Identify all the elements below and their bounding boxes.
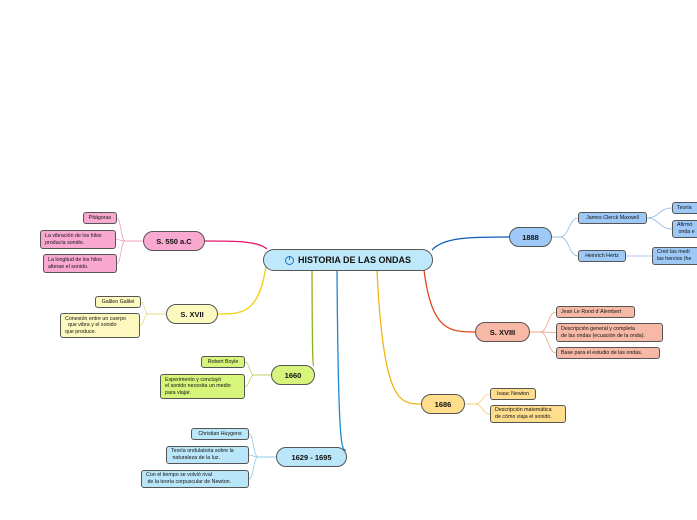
branch-y1629-label: 1629 - 1695: [291, 452, 332, 462]
leaf-s550-0-label: Pitágoras: [88, 214, 112, 221]
branch-line-s550: [204, 240, 268, 250]
leaf-y1686-0-label: Isaac Newton: [496, 390, 530, 397]
leaf-s550-2-label: La longitud de los hilos altera­e el son…: [48, 256, 102, 270]
central-topic-label: HISTORIA DE LAS ONDAS: [297, 255, 411, 265]
leaf-y1888-1-label: Heinrich Hertz: [585, 252, 619, 259]
leaf-y1660-0-label: Robert Boyle: [207, 358, 239, 365]
leaf-y1660-1-label: Experimento y concluyó el sonido necesit…: [165, 376, 231, 396]
leaf-line-y1686-0: [465, 393, 491, 405]
leaf-s550-1-label: La vibración de los hilos producía sonid…: [45, 232, 102, 246]
branch-line-y1686: [376, 270, 423, 405]
leaf-line-sxviii-0: [530, 311, 557, 333]
branch-y1888-label: 1888: [522, 232, 539, 242]
leaf-y1629-0-label: Christian Huygens: [198, 430, 242, 437]
leaf-y1888-1[interactable]: Heinrich Hertz: [578, 250, 626, 262]
leaf-sxviii-2[interactable]: Base para el estudio de las ondas.: [556, 347, 660, 359]
subleaf-y1888-0[interactable]: Teoría: [672, 202, 697, 214]
subleaf-y1888-1[interactable]: Afirmó onda e: [672, 220, 697, 238]
subleaf-y1888-0-label: Teoría: [677, 204, 692, 211]
leaf-sxviii-0-label: Jean Le Rond d´Alembert: [561, 308, 622, 315]
leaf-line-y1629-2: [248, 456, 276, 480]
branch-y1686[interactable]: 1686: [421, 394, 465, 414]
subleaf-line-0: [646, 207, 673, 219]
subleaf-y1888-2-label: Creó las medi las hercios (he: [657, 249, 692, 262]
subleaf-line-1: [646, 217, 673, 230]
leaf-y1888-0-label: James Clerck Maxwell: [586, 214, 639, 221]
leaf-y1629-0[interactable]: Christian Huygens: [191, 428, 249, 440]
leaf-sxvii-1-label: Conexión entre un cuerpo que vibra y el …: [65, 315, 126, 335]
leaf-sxviii-1-label: Descripción general y completa de las on…: [561, 325, 645, 339]
branch-sxvii[interactable]: S. XVII: [166, 304, 218, 324]
leaf-y1629-2-label: Con el tiempo se volvió rival de la teor…: [146, 472, 232, 485]
leaf-y1686-1[interactable]: Descripción matemática de cómo viaja el …: [490, 405, 566, 423]
leaf-line-sxvii-1: [139, 313, 166, 326]
branch-y1686-label: 1686: [434, 399, 452, 409]
branch-sxviii-label: S. XVIII: [489, 327, 516, 337]
leaf-sxviii-1[interactable]: Descripción general y completa de las on…: [556, 323, 663, 342]
leaf-s550-1[interactable]: La vibración de los hilos producía sonid…: [40, 230, 116, 249]
branch-line-sxviii: [423, 269, 477, 333]
leaf-line-y1888-1: [552, 236, 579, 257]
leaf-line-y1686-1: [465, 403, 491, 415]
leaf-line-y1660-0: [244, 361, 271, 376]
leaf-y1629-1[interactable]: Teoría ondulatoria sobre la naturaleza d…: [166, 446, 249, 464]
leaf-s550-0[interactable]: Pitágoras: [83, 212, 117, 224]
leaf-line-sxviii-2: [530, 331, 557, 354]
leaf-line-sxvii-0: [140, 301, 166, 315]
leaf-y1629-2[interactable]: Con el tiempo se volvió rival de la teor…: [141, 470, 249, 488]
leaf-y1660-0[interactable]: Robert Boyle: [201, 356, 245, 368]
branch-s550-label: S. 550 a.C: [156, 236, 192, 246]
leaf-y1686-0[interactable]: Isaac Newton: [490, 388, 536, 400]
topic-icon: [284, 255, 294, 265]
branch-y1660-label: 1660: [284, 370, 302, 380]
leaf-sxvii-1[interactable]: Conexión entre un cuerpo que vibra y el …: [60, 313, 140, 338]
leaf-y1888-0[interactable]: James Clerck Maxwell: [578, 212, 647, 224]
leaf-y1660-1[interactable]: Experimento y concluyó el sonido necesit…: [160, 374, 245, 399]
branch-y1888[interactable]: 1888: [509, 227, 552, 247]
branch-sxvii-label: S. XVII: [180, 309, 204, 319]
branch-sxviii[interactable]: S. XVIII: [475, 322, 530, 342]
branch-line-y1629: [336, 270, 347, 451]
leaf-line-y1660-1: [244, 374, 271, 387]
subleaf-y1888-2[interactable]: Creó las medi las hercios (he: [652, 247, 697, 265]
leaf-s550-2[interactable]: La longitud de los hilos altera­e el son…: [43, 254, 117, 273]
branch-s550[interactable]: S. 550 a.C: [143, 231, 205, 251]
central-topic[interactable]: HISTORIA DE LAS ONDAS: [263, 249, 433, 271]
branch-line-y1888: [431, 236, 511, 251]
leaf-y1686-1-label: Descripción matemática de cómo viaja el …: [495, 407, 552, 420]
leaf-sxviii-2-label: Base para el estudio de las ondas.: [561, 349, 643, 356]
branch-y1660[interactable]: 1660: [271, 365, 315, 385]
leaf-sxvii-0-label: Galileo Galilei: [101, 298, 135, 305]
leaf-line-y1888-0: [552, 217, 579, 238]
branch-y1629[interactable]: 1629 - 1695: [276, 447, 347, 467]
leaf-line-s550-2: [116, 240, 143, 264]
leaf-y1629-1-label: Teoría ondulatoria sobre la naturaleza d…: [171, 448, 234, 461]
leaf-sxviii-0[interactable]: Jean Le Rond d´Alembert: [556, 306, 635, 318]
branch-line-sxvii: [217, 265, 267, 315]
branch-line-y1660: [311, 270, 315, 367]
leaf-line-s550-0: [116, 217, 143, 242]
leaf-sxvii-0[interactable]: Galileo Galilei: [95, 296, 141, 308]
subleaf-y1888-1-label: Afirmó onda e: [677, 222, 695, 235]
leaf-line-y1629-0: [248, 433, 276, 458]
